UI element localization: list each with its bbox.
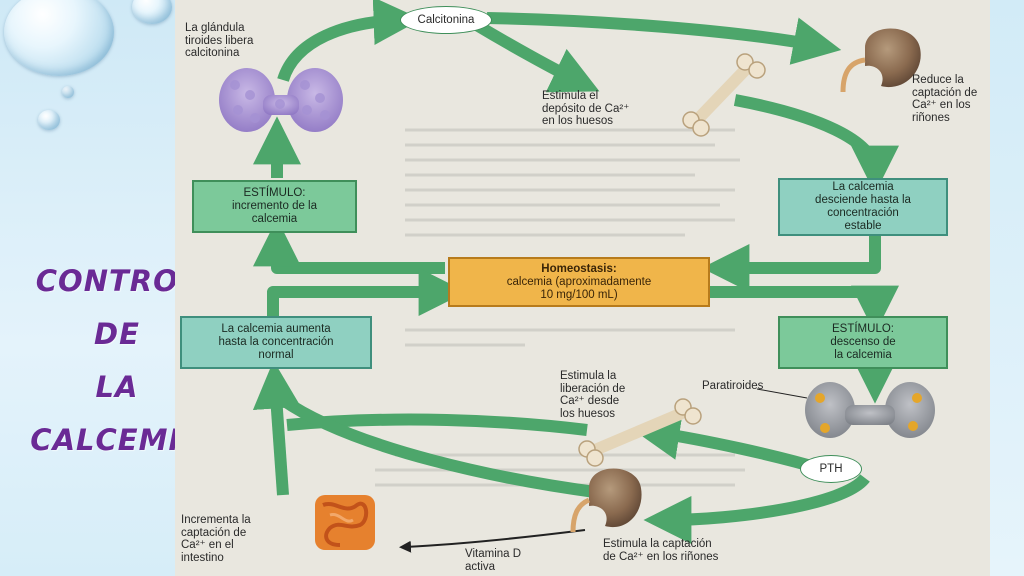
thyroid-gland xyxy=(219,68,343,132)
label-line: depósito de Ca²⁺ xyxy=(542,102,630,115)
water-drop-medium xyxy=(38,110,60,130)
pth-label: PTH xyxy=(819,463,843,475)
box-line: concentración xyxy=(827,207,899,219)
label-line: Incrementa la xyxy=(181,514,251,526)
label-line: Paratiroides xyxy=(702,380,764,392)
bone-bottom-label: Estimula la liberación de Ca²⁺ desde los… xyxy=(560,370,625,420)
slide-title: CONTROL DE LA CALCEMIA xyxy=(28,255,206,467)
label-line: Reduce la xyxy=(912,74,964,86)
label-line: Estimula la captación xyxy=(603,538,712,550)
stimulus-decrease-box: ESTÍMULO: descenso de la calcemia xyxy=(778,316,948,369)
label-line: Estimula la xyxy=(560,370,617,382)
label-line: intestino xyxy=(181,551,224,564)
parathyroid-gland xyxy=(805,382,935,438)
label-line: liberación de xyxy=(560,382,626,395)
label-line: Ca²⁺ desde xyxy=(560,395,620,407)
label-line: Ca²⁺ en los xyxy=(912,99,971,111)
slide-background-left xyxy=(0,0,175,576)
water-drop-small xyxy=(62,86,74,98)
box-heading: ESTÍMULO: xyxy=(832,323,894,335)
label-line: captación de xyxy=(181,526,247,539)
stimulus-increase-box: ESTÍMULO: incremento de la calcemia xyxy=(192,180,357,233)
box-line: descenso de xyxy=(830,336,896,348)
box-line: La calcemia aumenta xyxy=(221,323,331,335)
title-line: CONTROL xyxy=(35,264,199,298)
pth-oval: PTH xyxy=(800,455,862,483)
title-line: CALCEMIA xyxy=(30,423,204,457)
calcitonina-label: Calcitonina xyxy=(417,14,475,26)
box-line: 10 mg/100 mL) xyxy=(540,288,618,301)
box-line: hasta la concentración xyxy=(218,336,334,348)
box-line: calcemia (aproximadamente xyxy=(506,275,652,288)
box-line: incremento de la xyxy=(231,200,318,212)
calcemia-diagram: Calcitonina PTH La glándula tiroides lib… xyxy=(175,0,990,576)
label-line: en los huesos xyxy=(542,115,613,127)
thyroid-label: La glándula tiroides libera calcitonina xyxy=(185,22,253,60)
label-line: Ca²⁺ en el xyxy=(181,539,234,551)
paratiroides-pointer xyxy=(756,388,808,399)
calcemia-decrease-box: La calcemia desciende hasta la concentra… xyxy=(778,178,948,236)
bone-bottom xyxy=(578,398,702,467)
water-drop-large xyxy=(4,0,114,76)
label-line: los huesos xyxy=(560,407,615,420)
feedback-arrows xyxy=(252,0,899,544)
label-line: captación de xyxy=(912,86,978,99)
bone-top xyxy=(682,53,766,137)
vitamin-d-label: Vitamina D activa xyxy=(465,548,521,573)
kidney-bottom xyxy=(570,468,642,533)
box-line: calcemia xyxy=(251,213,298,225)
homeostasis-box: Homeostasis: calcemia (aproximadamente 1… xyxy=(448,257,710,307)
label-line: riñones xyxy=(912,111,950,124)
title-line: LA xyxy=(95,370,139,404)
diagram-graphics xyxy=(219,0,935,553)
kidney-bottom-label: Estimula la captación de Ca²⁺ en los riñ… xyxy=(603,538,718,563)
bone-top-label: Estimula el depósito de Ca²⁺ en los hues… xyxy=(542,90,629,128)
vitamin-d-arrow xyxy=(399,529,586,553)
box-line: La calcemia xyxy=(832,181,894,193)
label-line: La glándula xyxy=(185,22,245,34)
box-heading: ESTÍMULO: xyxy=(243,187,306,199)
label-line: de Ca²⁺ en los riñones xyxy=(603,550,719,563)
kidney-top-label: Reduce la captación de Ca²⁺ en los riñon… xyxy=(912,74,977,124)
slide-background-right xyxy=(990,0,1024,576)
calcemia-increase-box: La calcemia aumenta hasta la concentraci… xyxy=(180,316,372,369)
parathyroid-label: Paratiroides xyxy=(702,380,763,393)
box-heading: Homeostasis: xyxy=(541,262,617,275)
box-line: desciende hasta la xyxy=(815,194,911,206)
box-line: normal xyxy=(258,349,294,361)
label-line: Estimula el xyxy=(542,90,599,102)
kidney-top xyxy=(840,28,921,93)
label-line: calcitonina xyxy=(185,47,240,59)
intestine xyxy=(315,495,375,550)
box-line: la calcemia xyxy=(834,349,892,361)
label-line: tiroides libera xyxy=(185,34,254,47)
label-line: activa xyxy=(465,560,496,573)
box-line: estable xyxy=(844,220,882,232)
title-line: DE xyxy=(94,317,140,351)
intestine-label: Incrementa la captación de Ca²⁺ en el in… xyxy=(181,514,251,564)
label-line: Vitamina D xyxy=(465,548,522,560)
calcitonina-oval: Calcitonina xyxy=(400,6,492,34)
